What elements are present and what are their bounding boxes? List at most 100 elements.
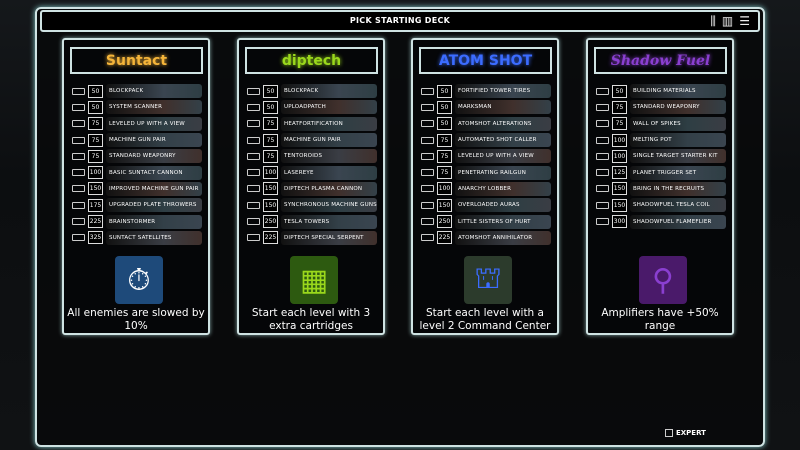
card-row[interactable]: 50Blockpack bbox=[247, 83, 377, 99]
card-row[interactable]: 75Leveled Up with a View bbox=[421, 148, 551, 164]
card-count-checkbox[interactable] bbox=[421, 87, 434, 95]
card-row[interactable]: 50Building Materials bbox=[596, 83, 726, 99]
card-row[interactable]: 225Diptech Special Serpent bbox=[247, 230, 377, 246]
card-row[interactable]: 50Uploadpatch bbox=[247, 99, 377, 115]
card-row[interactable]: 100Lasereye bbox=[247, 164, 377, 180]
card-row[interactable]: 100Basic Suntact Cannon bbox=[72, 164, 202, 180]
card-cost: 75 bbox=[437, 149, 452, 163]
card-count-checkbox[interactable] bbox=[421, 152, 434, 160]
card-count-checkbox[interactable] bbox=[421, 234, 434, 242]
card-row[interactable]: 50Blockpack bbox=[72, 83, 202, 99]
card-row[interactable]: 175Upgraded Plate Throwers bbox=[72, 197, 202, 213]
card-count-checkbox[interactable] bbox=[72, 103, 85, 111]
card-count-checkbox[interactable] bbox=[421, 120, 434, 128]
sliders-icon[interactable]: ⫼ bbox=[710, 14, 716, 28]
card-count-checkbox[interactable] bbox=[421, 169, 434, 177]
card-name: Building Materials bbox=[630, 84, 726, 99]
card-row[interactable]: 50Marksman bbox=[421, 99, 551, 115]
card-count-checkbox[interactable] bbox=[421, 185, 434, 193]
card-count-checkbox[interactable] bbox=[421, 103, 434, 111]
card-count-checkbox[interactable] bbox=[596, 87, 609, 95]
card-count-checkbox[interactable] bbox=[247, 201, 260, 209]
card-row[interactable]: 75Heatfortification bbox=[247, 116, 377, 132]
card-count-checkbox[interactable] bbox=[72, 152, 85, 160]
card-count-checkbox[interactable] bbox=[596, 169, 609, 177]
card-cost: 250 bbox=[437, 215, 452, 229]
card-count-checkbox[interactable] bbox=[421, 218, 434, 226]
card-count-checkbox[interactable] bbox=[247, 103, 260, 111]
card-count-checkbox[interactable] bbox=[247, 169, 260, 177]
card-row[interactable]: 75Leveled Up with a View bbox=[72, 116, 202, 132]
card-row[interactable]: 150Shadowfuel Tesla Coil bbox=[596, 197, 726, 213]
map-icon[interactable]: ▥ bbox=[721, 14, 734, 28]
card-row[interactable]: 75Standard Weaponry bbox=[72, 148, 202, 164]
expert-toggle[interactable]: EXPERT bbox=[665, 429, 706, 437]
card-row[interactable]: 150Improved Machine Gun Pair bbox=[72, 181, 202, 197]
card-count-checkbox[interactable] bbox=[247, 136, 260, 144]
card-count-checkbox[interactable] bbox=[72, 120, 85, 128]
card-count-checkbox[interactable] bbox=[247, 152, 260, 160]
deck-card-atom-shot[interactable]: ATOM SHOT50Fortified Tower Tires50Marksm… bbox=[411, 38, 559, 335]
card-row[interactable]: 75Penetrating Railgun bbox=[421, 164, 551, 180]
deck-logo: Shadow Fuel bbox=[594, 47, 727, 74]
menu-icon[interactable]: ☰ bbox=[739, 14, 750, 28]
card-count-checkbox[interactable] bbox=[72, 201, 85, 209]
card-row[interactable]: 250Tesla Towers bbox=[247, 213, 377, 229]
card-row[interactable]: 75Tentoroids bbox=[247, 148, 377, 164]
deck-card-suntact[interactable]: Suntact50Blockpack50System Scanner75Leve… bbox=[62, 38, 210, 335]
card-row[interactable]: 225Brainstormer bbox=[72, 213, 202, 229]
card-count-checkbox[interactable] bbox=[596, 218, 609, 226]
card-row[interactable]: 75Automated Shot Caller bbox=[421, 132, 551, 148]
card-name: Shadowfuel Flameflier bbox=[630, 214, 726, 229]
card-cost: 100 bbox=[437, 182, 452, 196]
card-name: Lasereye bbox=[281, 165, 377, 180]
card-row[interactable]: 125Planet Trigger Set bbox=[596, 164, 726, 180]
card-row[interactable]: 50System Scanner bbox=[72, 99, 202, 115]
card-row[interactable]: 325Suntact Satellites bbox=[72, 230, 202, 246]
card-count-checkbox[interactable] bbox=[72, 185, 85, 193]
deck-card-shadow-fuel[interactable]: Shadow Fuel 50Building Materials75Standar… bbox=[586, 38, 734, 335]
card-count-checkbox[interactable] bbox=[72, 87, 85, 95]
card-row[interactable]: 50Atomshot Alterations bbox=[421, 116, 551, 132]
card-count-checkbox[interactable] bbox=[596, 103, 609, 111]
card-count-checkbox[interactable] bbox=[72, 169, 85, 177]
card-count-checkbox[interactable] bbox=[247, 185, 260, 193]
card-count-checkbox[interactable] bbox=[247, 218, 260, 226]
card-cost: 175 bbox=[88, 198, 103, 212]
amplifier-icon: ⚲ bbox=[639, 256, 687, 304]
card-name: Tentoroids bbox=[281, 149, 377, 164]
card-row[interactable]: 100Anarchy Lobber bbox=[421, 181, 551, 197]
card-cost: 50 bbox=[437, 84, 452, 98]
card-cost: 75 bbox=[88, 117, 103, 131]
expert-checkbox[interactable] bbox=[665, 429, 673, 437]
card-row[interactable]: 75Standard Weaponry bbox=[596, 99, 726, 115]
card-row[interactable]: 300Shadowfuel Flameflier bbox=[596, 213, 726, 229]
card-row[interactable]: 100Single Target Starter Kit bbox=[596, 148, 726, 164]
card-row[interactable]: 100Melting Pot bbox=[596, 132, 726, 148]
card-count-checkbox[interactable] bbox=[421, 136, 434, 144]
card-name: Heatfortification bbox=[281, 116, 377, 131]
card-count-checkbox[interactable] bbox=[72, 136, 85, 144]
card-count-checkbox[interactable] bbox=[247, 87, 260, 95]
card-count-checkbox[interactable] bbox=[596, 120, 609, 128]
card-count-checkbox[interactable] bbox=[72, 218, 85, 226]
card-row[interactable]: 150Bring in the Recruits bbox=[596, 181, 726, 197]
card-count-checkbox[interactable] bbox=[596, 201, 609, 209]
card-row[interactable]: 150Diptech Plasma Cannon bbox=[247, 181, 377, 197]
card-row[interactable]: 75Machine Gun Pair bbox=[72, 132, 202, 148]
deck-card-diptech[interactable]: diptech50Blockpack50Uploadpatch75Heatfor… bbox=[237, 38, 385, 335]
card-row[interactable]: 150Overloaded Auras bbox=[421, 197, 551, 213]
card-count-checkbox[interactable] bbox=[596, 185, 609, 193]
card-row[interactable]: 225Atomshot Annihilator bbox=[421, 230, 551, 246]
card-count-checkbox[interactable] bbox=[596, 152, 609, 160]
card-row[interactable]: 150Synchronous Machine Guns bbox=[247, 197, 377, 213]
card-row[interactable]: 75Machine Gun Pair bbox=[247, 132, 377, 148]
card-count-checkbox[interactable] bbox=[72, 234, 85, 242]
card-count-checkbox[interactable] bbox=[421, 201, 434, 209]
card-count-checkbox[interactable] bbox=[596, 136, 609, 144]
card-row[interactable]: 250Little Sisters of Hurt bbox=[421, 213, 551, 229]
card-row[interactable]: 50Fortified Tower Tires bbox=[421, 83, 551, 99]
card-count-checkbox[interactable] bbox=[247, 234, 260, 242]
card-row[interactable]: 75Wall of Spikes bbox=[596, 116, 726, 132]
card-count-checkbox[interactable] bbox=[247, 120, 260, 128]
